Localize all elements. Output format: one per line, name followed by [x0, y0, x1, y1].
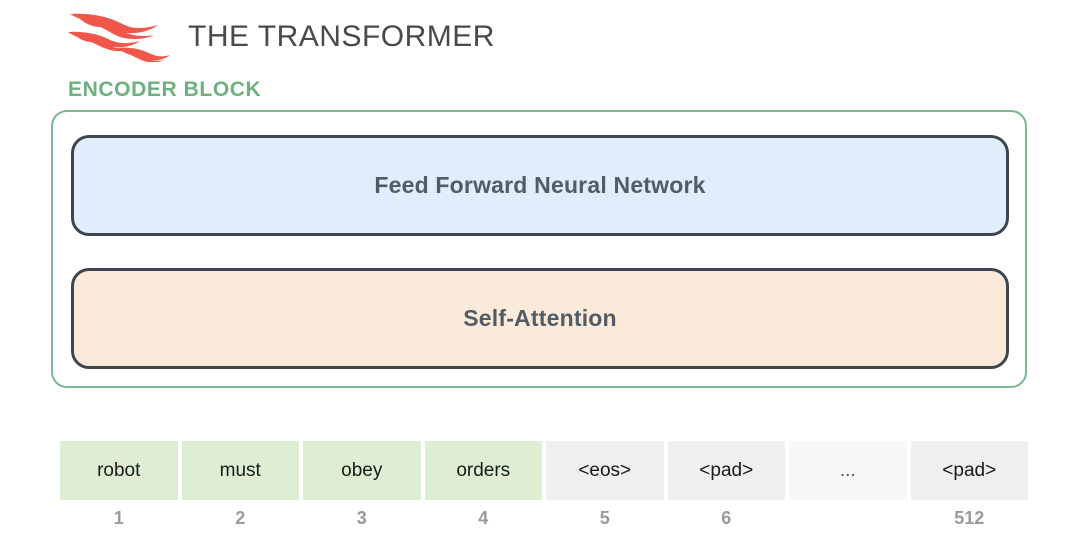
token-column: must 2	[181, 441, 299, 536]
token-index: 5	[546, 500, 664, 536]
token-column: ...	[789, 441, 907, 536]
flame-logo-icon	[68, 13, 170, 62]
token-cell-ellipsis: ...	[789, 441, 907, 500]
token-cell[interactable]: must	[181, 441, 299, 500]
self-attention-box[interactable]: Self-Attention	[71, 268, 1009, 369]
token-index: 512	[910, 500, 1028, 536]
token-index	[789, 500, 907, 536]
token-index: 2	[181, 500, 299, 536]
token-cell[interactable]: robot	[60, 441, 178, 500]
page-title: THE TRANSFORMER	[188, 20, 495, 53]
token-column: <pad> 6	[667, 441, 785, 536]
token-table: robot 1 must 2 obey 3 orders 4 <eos> 5 <…	[60, 441, 1028, 536]
token-cell[interactable]: <pad>	[667, 441, 785, 500]
token-cell[interactable]: orders	[424, 441, 542, 500]
encoder-block-label: ENCODER BLOCK	[68, 78, 262, 101]
page-header: THE TRANSFORMER	[66, 8, 495, 66]
token-column: orders 4	[424, 441, 542, 536]
token-column: <pad> 512	[910, 441, 1028, 536]
feed-forward-neural-network-label: Feed Forward Neural Network	[374, 172, 706, 198]
token-index: 4	[424, 500, 542, 536]
token-cell[interactable]: <eos>	[546, 441, 664, 500]
token-column: <eos> 5	[546, 441, 664, 536]
token-index: 1	[60, 500, 178, 536]
token-cell[interactable]: obey	[303, 441, 421, 500]
encoder-block: Feed Forward Neural Network Self-Attenti…	[51, 110, 1027, 388]
token-cell[interactable]: <pad>	[910, 441, 1028, 500]
token-column: robot 1	[60, 441, 178, 536]
token-column: obey 3	[303, 441, 421, 536]
self-attention-label: Self-Attention	[463, 305, 617, 331]
feed-forward-neural-network-box[interactable]: Feed Forward Neural Network	[71, 135, 1009, 236]
token-index: 3	[303, 500, 421, 536]
token-index: 6	[667, 500, 785, 536]
